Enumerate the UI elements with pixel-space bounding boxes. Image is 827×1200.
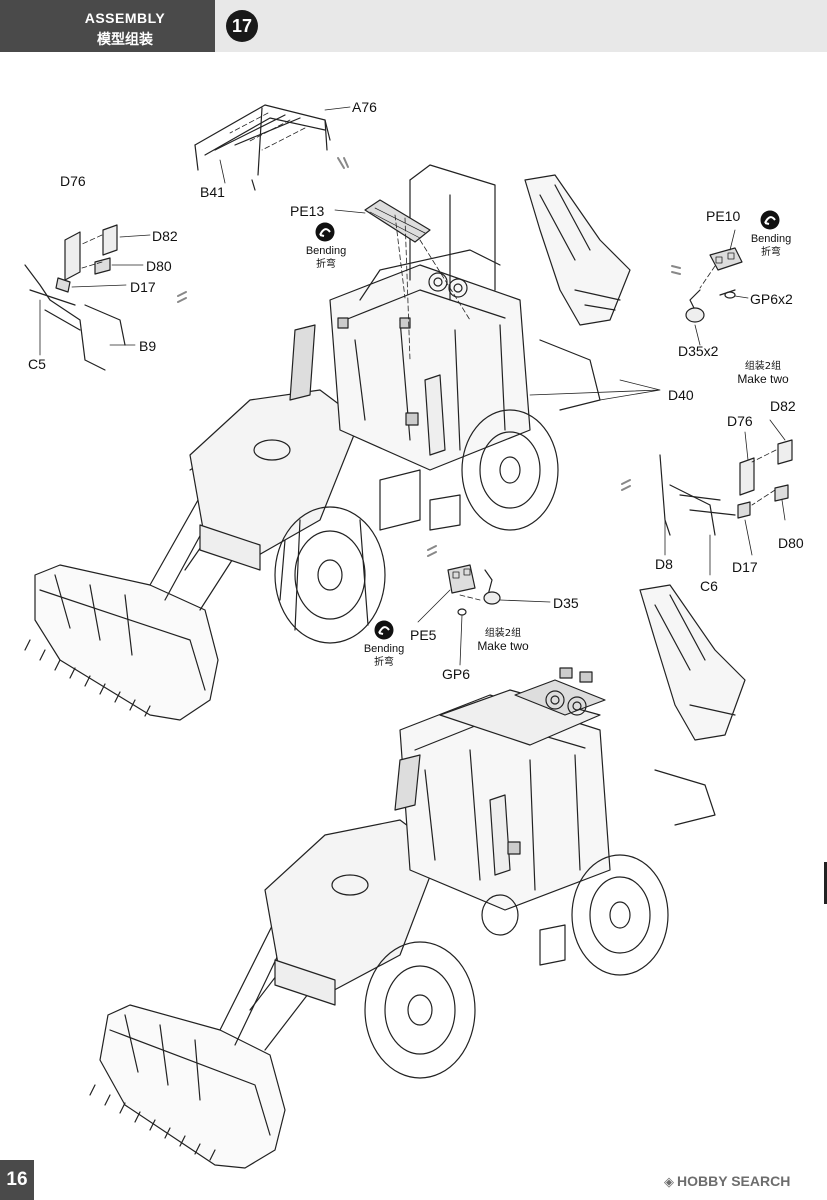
label-pe5: PE5 [410, 627, 437, 643]
label-gp6x2: GP6x2 [750, 291, 793, 307]
bending-note: Bending 折弯 [745, 233, 797, 259]
wheel-rear-lower [571, 854, 669, 976]
leader-lines [39, 106, 786, 666]
header-light-band [215, 0, 827, 52]
label-b41: B41 [200, 184, 225, 200]
page-number: 16 [0, 1160, 34, 1200]
bending-note: Bending 折弯 [300, 245, 352, 271]
label-d76-right: D76 [727, 413, 753, 429]
label-b9: B9 [139, 338, 157, 354]
label-pe13: PE13 [290, 203, 325, 219]
part-right-mirror-set [659, 439, 793, 536]
make-two-note-cn: 组装2组 [744, 361, 782, 372]
label-d82-left: D82 [152, 228, 178, 244]
lower-vehicle-drawing [89, 584, 746, 1169]
label-d82-right: D82 [770, 398, 796, 414]
make-two-note-en: Make two [477, 639, 529, 653]
bending-note-en: Bending [305, 245, 347, 257]
step-number-badge: 17 [226, 10, 258, 42]
label-d35: D35 [553, 595, 579, 611]
label-d76-left: D76 [60, 173, 86, 189]
label-d35x2: D35x2 [678, 343, 719, 359]
header-dark-band [0, 0, 215, 52]
assembly-arrows [79, 112, 777, 601]
hobbysearch-logo-icon: ◈ [664, 1174, 674, 1189]
label-c6: C6 [700, 578, 718, 594]
make-two-note: 组装2组 Make two [468, 627, 538, 653]
section-title: ASSEMBLY [84, 10, 166, 26]
wheel-rear-upper [461, 409, 559, 531]
watermark: ◈HOBBY SEARCH [664, 1173, 790, 1190]
section-subtitle: 模型组装 [97, 32, 153, 48]
wheel-front-upper [274, 506, 386, 644]
label-a76: A76 [352, 99, 377, 115]
bending-note-en: Bending [750, 233, 792, 245]
label-c5: C5 [28, 356, 46, 372]
bending-note-en: Bending [363, 643, 405, 655]
part-roof-rack [194, 104, 331, 191]
upper-vehicle-drawing [24, 164, 631, 721]
bending-icon [760, 210, 780, 230]
label-gp6: GP6 [442, 666, 471, 682]
make-two-note: 组装2组 Make two [728, 360, 798, 386]
part-pe13 [364, 199, 431, 243]
part-front-light [447, 564, 501, 616]
label-d17-right: D17 [732, 559, 758, 575]
bending-icon [374, 620, 394, 640]
label-pe10: PE10 [706, 208, 741, 224]
bending-note-cn: 折弯 [316, 259, 336, 270]
part-left-mirror-set [24, 224, 126, 371]
watermark-text: HOBBY SEARCH [677, 1173, 791, 1189]
bending-note-cn: 折弯 [761, 247, 781, 258]
label-d80-right: D80 [778, 535, 804, 551]
direction-arrows [177, 157, 681, 557]
bending-icon [315, 222, 335, 242]
label-d80-left: D80 [146, 258, 172, 274]
bending-note-cn: 折弯 [374, 657, 394, 668]
make-two-note-cn: 组装2组 [484, 628, 522, 639]
label-d8: D8 [655, 556, 673, 572]
label-d17-left: D17 [130, 279, 156, 295]
make-two-note-en: Make two [737, 372, 789, 386]
label-d40: D40 [668, 387, 694, 403]
side-edge-mark [824, 862, 827, 904]
part-right-lights [685, 247, 743, 323]
wheel-front-lower [364, 941, 476, 1079]
bending-note: Bending 折弯 [358, 643, 410, 669]
